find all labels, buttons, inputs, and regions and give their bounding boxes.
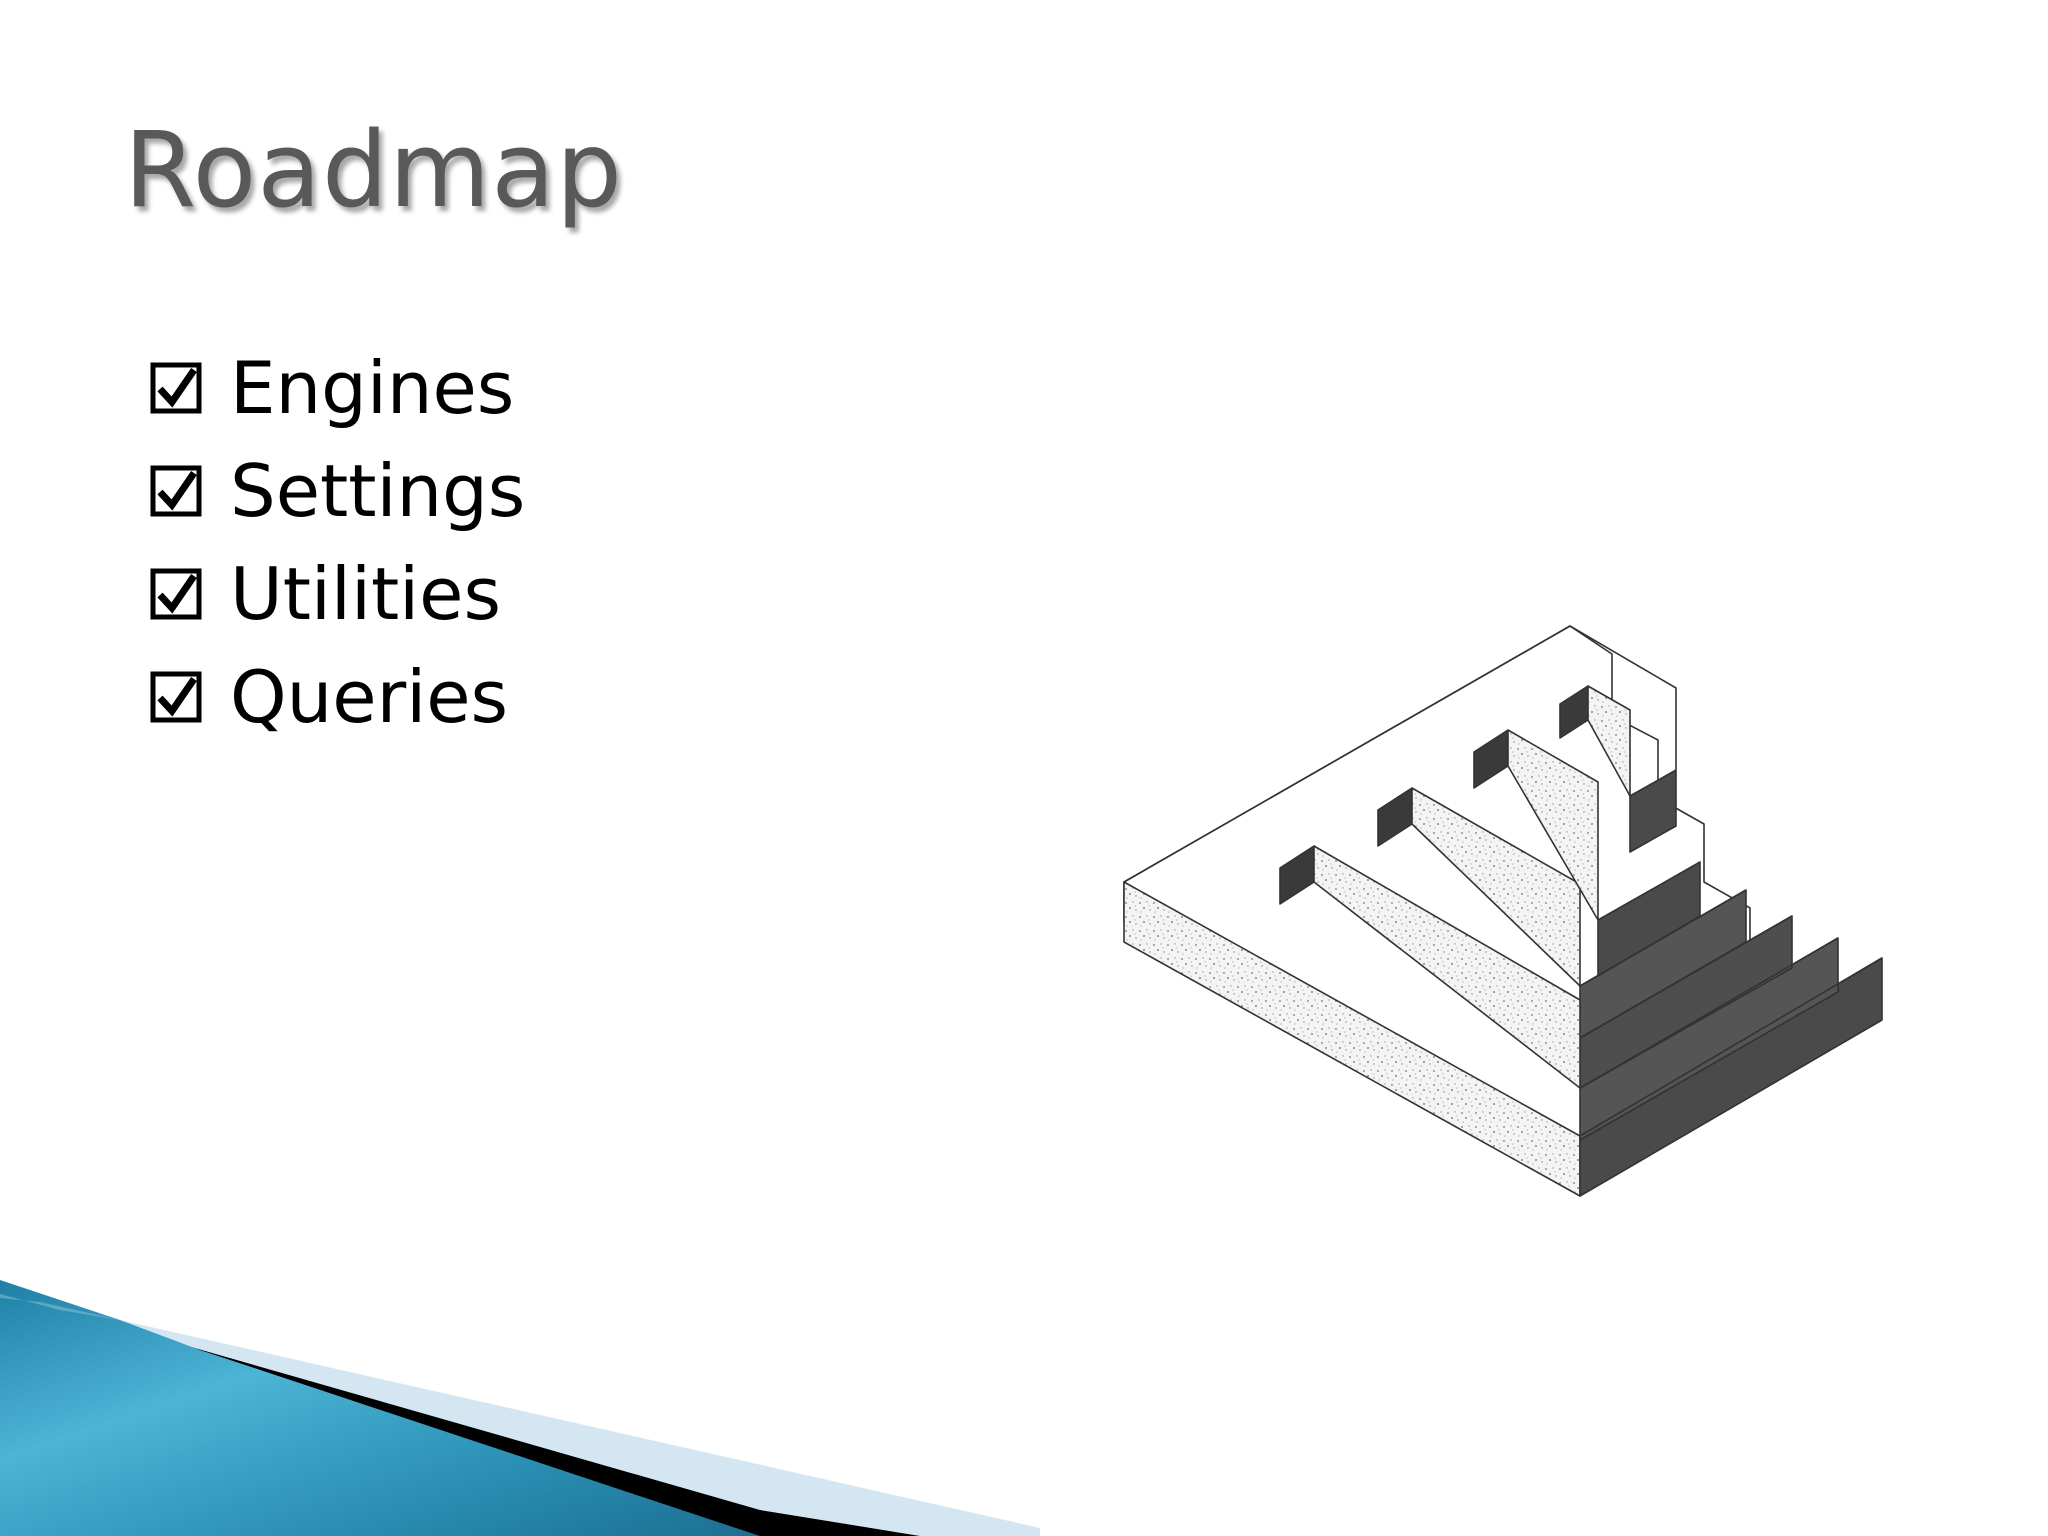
list-item-label: Settings <box>230 448 526 533</box>
list-item-label: Utilities <box>230 551 501 636</box>
blue-swoosh-graphic <box>0 1280 1040 1536</box>
slide-title: Roadmap <box>124 109 624 231</box>
list-item-label: Queries <box>230 654 509 739</box>
checklist: Engines Settings Utilities Queries <box>150 336 525 748</box>
list-item: Queries <box>150 645 525 748</box>
list-item: Settings <box>150 439 525 542</box>
checkbox-checked-icon <box>150 568 202 619</box>
impossible-staircase-illustration <box>1123 625 1883 1197</box>
checkbox-checked-icon <box>150 362 202 413</box>
checkbox-checked-icon <box>150 671 202 722</box>
list-item: Utilities <box>150 542 525 645</box>
checkbox-checked-icon <box>150 465 202 516</box>
list-item-label: Engines <box>230 345 515 430</box>
list-item: Engines <box>150 336 525 439</box>
